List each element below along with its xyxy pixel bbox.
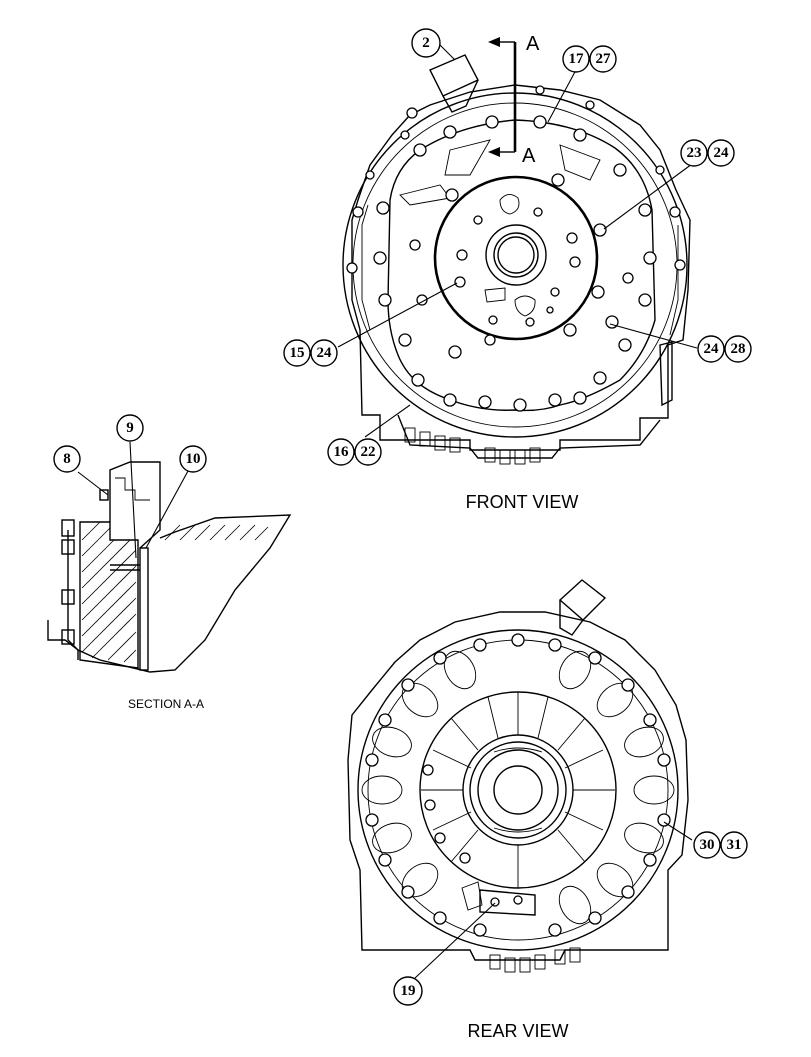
rear-bolt-group — [365, 633, 671, 937]
svg-text:9: 9 — [126, 420, 134, 436]
callout-16-22: 16 22 — [327, 438, 382, 466]
svg-text:16: 16 — [334, 444, 350, 460]
rear-view: REAR VIEW — [347, 579, 689, 1041]
svg-text:23: 23 — [687, 145, 702, 161]
section-arrow-letter-top: A — [526, 33, 540, 55]
callout-23-24: 23 24 — [680, 139, 735, 167]
section-a-a-view: SECTION A-A — [47, 461, 292, 711]
callout-8: 8 — [53, 445, 81, 473]
callout-17-27: 17 27 — [562, 45, 617, 73]
outer-flange-hole-group — [346, 85, 686, 274]
rear-view-title: REAR VIEW — [467, 1021, 568, 1041]
front-view: A A FRONT VIEW — [342, 33, 691, 512]
svg-text:31: 31 — [727, 837, 742, 853]
section-leaders — [77, 441, 189, 559]
svg-text:22: 22 — [361, 444, 376, 460]
pocket-group — [361, 650, 675, 925]
svg-text:24: 24 — [704, 341, 720, 357]
section-arrow-letter-bottom: A — [522, 145, 536, 167]
rear-view-leaders — [414, 821, 693, 979]
svg-text:17: 17 — [569, 51, 585, 67]
svg-text:8: 8 — [63, 451, 71, 467]
callout-19: 19 — [393, 976, 423, 1006]
svg-text:27: 27 — [596, 51, 612, 67]
section-a-a-title: SECTION A-A — [128, 697, 204, 711]
flange-bolt-group — [373, 115, 657, 412]
svg-text:19: 19 — [401, 983, 416, 999]
section-hatching — [81, 521, 269, 663]
spoke-group — [421, 692, 615, 888]
svg-text:15: 15 — [290, 345, 305, 361]
svg-text:24: 24 — [714, 145, 730, 161]
svg-text:30: 30 — [700, 837, 715, 853]
svg-text:10: 10 — [186, 451, 201, 467]
callout-10: 10 — [179, 445, 207, 473]
svg-text:24: 24 — [317, 345, 333, 361]
callout-30-31: 30 31 — [693, 831, 748, 859]
front-view-leaders — [337, 43, 698, 438]
callout-2: 2 — [411, 28, 441, 58]
svg-text:2: 2 — [422, 35, 430, 51]
callout-15-24: 15 24 — [283, 339, 338, 367]
hub-hole-group — [454, 207, 581, 327]
front-view-title: FRONT VIEW — [466, 492, 579, 512]
callout-9: 9 — [116, 414, 144, 442]
svg-text:28: 28 — [731, 341, 746, 357]
callout-24-28: 24 28 — [697, 335, 752, 363]
